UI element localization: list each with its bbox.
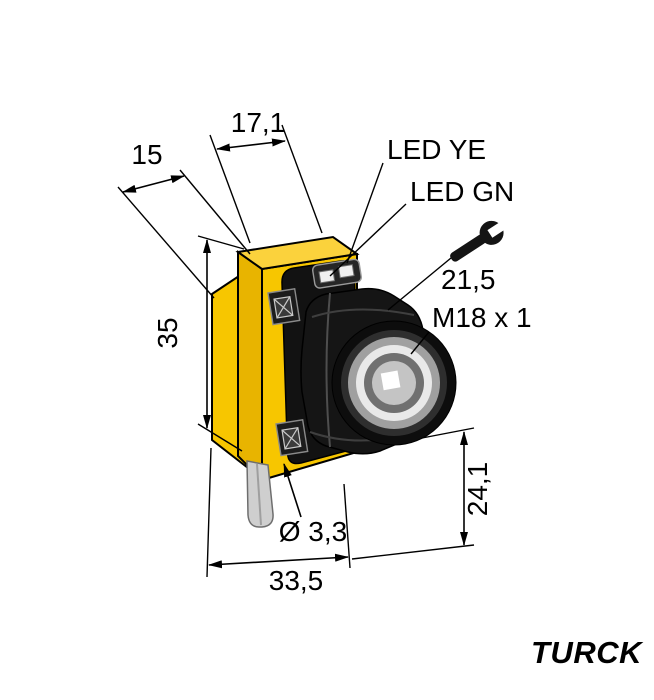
led-yellow-label: LED YE — [387, 134, 486, 165]
dim-bottom-width: 33,5 — [206, 447, 351, 596]
led-window-group — [312, 258, 362, 289]
extension-line — [421, 427, 475, 439]
callout-led-green: LED GN — [329, 176, 514, 277]
callout-wrench-size: 21,5 — [387, 217, 513, 311]
extension-line — [351, 544, 475, 560]
dim-top-width-label: 17,1 — [231, 107, 286, 138]
housing-top-face — [235, 235, 360, 271]
callout-led-yellow: LED YE — [346, 134, 486, 264]
wrench-size-label: 21,5 — [441, 264, 496, 295]
screw-slot-line — [276, 296, 291, 319]
dim-top-width: 17,1 — [209, 107, 323, 244]
extension-line — [343, 483, 351, 569]
led-green-window — [318, 269, 336, 284]
thread-spec-label: M18 x 1 — [432, 302, 532, 333]
nut-facet-line — [325, 292, 331, 448]
extension-line — [179, 169, 251, 255]
extension-line — [117, 186, 215, 299]
dim-lens-center-height: 24,1 — [351, 427, 493, 560]
cable — [246, 460, 274, 528]
wrench-handle — [450, 234, 487, 262]
nut-facet-line — [311, 308, 415, 318]
dim-flange-width: 15 — [117, 139, 251, 299]
leader-line — [283, 463, 302, 518]
leader-line — [329, 203, 407, 277]
hole-diameter-label: Ø 3,3 — [279, 516, 347, 547]
leader-line — [346, 162, 384, 264]
cable-shade-line — [256, 463, 262, 526]
led-green-label: LED GN — [410, 176, 514, 207]
dim-bottom-width-label: 33,5 — [269, 565, 324, 596]
extension-line — [209, 134, 251, 244]
dimension-line — [216, 138, 286, 152]
dim-flange-width-label: 15 — [131, 139, 162, 170]
extension-line — [206, 447, 212, 578]
clamp-screw-bottom — [275, 418, 309, 457]
extension-line — [281, 124, 323, 234]
extension-line — [197, 235, 245, 250]
callout-thread: M18 x 1 — [410, 302, 532, 355]
clamp-screw-top — [267, 287, 301, 326]
dim-body-height: 35 — [152, 235, 245, 452]
brand-logo: TURCK — [531, 635, 644, 670]
leader-line — [387, 257, 452, 311]
sensor-body — [211, 235, 457, 528]
screw-slot-line — [284, 427, 299, 450]
dimensions: 17,1 15 35 24,1 — [117, 107, 532, 596]
wrench-icon — [450, 217, 513, 262]
dim-body-height-label: 35 — [152, 317, 183, 348]
housing-left-face — [237, 250, 263, 483]
callout-hole-diameter: Ø 3,3 — [279, 463, 347, 547]
leader-line — [410, 331, 430, 355]
lens-glint — [380, 370, 401, 391]
dimension-line — [122, 175, 185, 193]
dim-lens-center-height-label: 24,1 — [462, 462, 493, 517]
led-yellow-window — [337, 264, 355, 279]
dimension-line — [208, 553, 349, 569]
lens-assembly — [331, 320, 457, 446]
wrench-jaw-gap — [487, 217, 513, 238]
